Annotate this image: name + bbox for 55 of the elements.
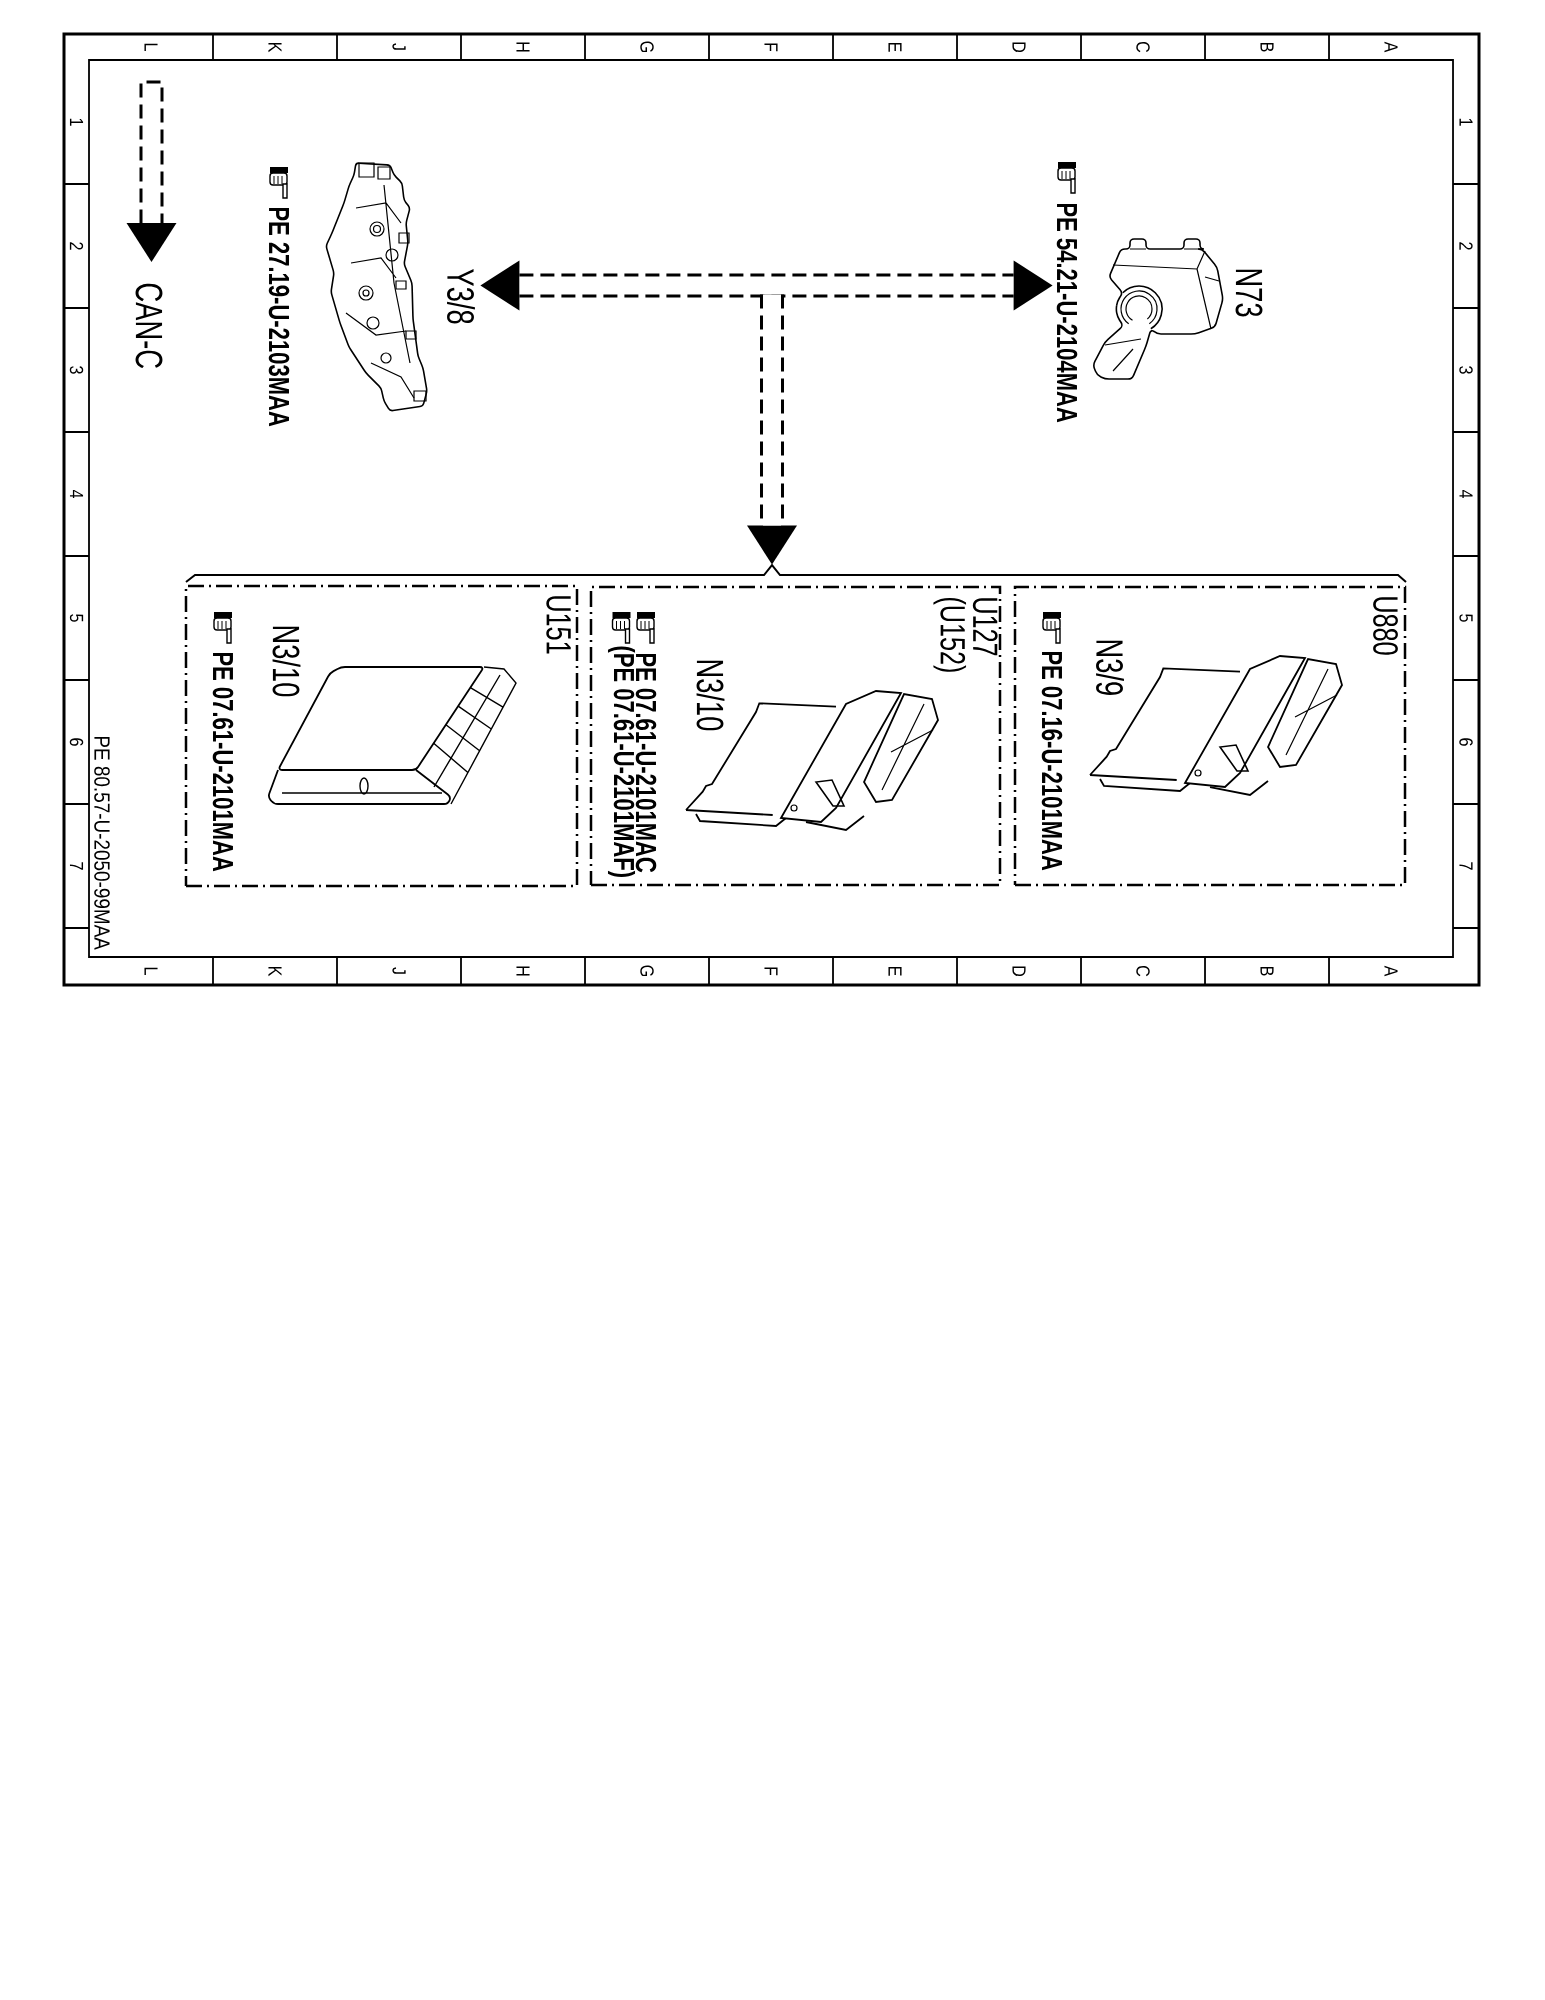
grid-reference: 4 — [69, 489, 84, 498]
grid-reference: G — [640, 965, 654, 977]
module-code: U151 — [546, 596, 571, 654]
grid-reference: 6 — [69, 738, 84, 746]
grid-reference: 7 — [69, 862, 84, 870]
grid-reference: 2 — [69, 242, 84, 250]
component-code: N3/9 — [1096, 640, 1124, 695]
grid-reference: C — [1136, 42, 1150, 53]
grid-reference: D — [1012, 42, 1026, 53]
grid-reference: 7 — [1459, 862, 1473, 870]
grid-reference: H — [516, 42, 530, 52]
grid-reference: 5 — [1459, 614, 1473, 622]
grid-reference: F — [764, 967, 778, 976]
reference-text: (PE 07.61-U-2101MAF) — [608, 646, 635, 877]
grid-reference: 5 — [69, 614, 84, 622]
legend-label: CAN-C — [135, 283, 163, 368]
grid-reference: E — [888, 42, 902, 52]
grid-reference: 4 — [1459, 489, 1473, 498]
grid-reference: K — [268, 42, 282, 53]
drawing-number: PE 80.57-U-2050-99MAA — [94, 736, 110, 950]
component-code: N3/10 — [696, 660, 725, 731]
reference-text: PE 54.21-U-2104MAA — [1056, 203, 1078, 423]
grid-reference: 3 — [69, 366, 84, 374]
grid-reference: A — [1384, 41, 1398, 53]
component-code: Y3/8 — [447, 269, 475, 324]
grid-reference: K — [268, 966, 282, 977]
grid-reference: D — [1012, 966, 1026, 977]
bracket — [185, 563, 1407, 583]
grid-reference: C — [1136, 966, 1150, 977]
grid-reference: G — [640, 41, 654, 53]
grid-reference: 1 — [1459, 118, 1473, 126]
grid-reference: A — [1384, 965, 1398, 977]
grid-reference: L — [144, 967, 158, 975]
module-code: U127 (U152) — [933, 597, 998, 672]
double-dashed-arrow — [747, 294, 797, 565]
component-code: N3/10 — [272, 626, 301, 697]
reference-text: PE 07.61-U-2101MAA — [212, 652, 234, 872]
grid-reference: B — [1260, 966, 1274, 976]
reference-text: PE 27.19-U-2103MAA — [268, 207, 290, 427]
grid-reference: 1 — [69, 118, 84, 126]
grid-reference: J — [392, 43, 406, 50]
grid-reference: F — [764, 43, 778, 52]
grid-reference: 6 — [1459, 738, 1473, 746]
grid-reference: J — [392, 967, 406, 974]
grid-reference: B — [1260, 42, 1274, 52]
double-dashed-arrow — [480, 260, 1053, 311]
reference-text: PE 07.16-U-2101MAA — [1041, 651, 1063, 871]
reference-text: PE 07.61-U-2101MAC — [635, 653, 657, 873]
grid-reference: 3 — [1459, 366, 1473, 374]
component-code: N73 — [1235, 269, 1263, 317]
grid-reference: 2 — [1459, 242, 1473, 250]
module-code: U880 — [1373, 597, 1398, 655]
grid-reference: H — [516, 966, 530, 976]
grid-reference: E — [888, 966, 902, 976]
grid-reference: L — [144, 43, 158, 51]
